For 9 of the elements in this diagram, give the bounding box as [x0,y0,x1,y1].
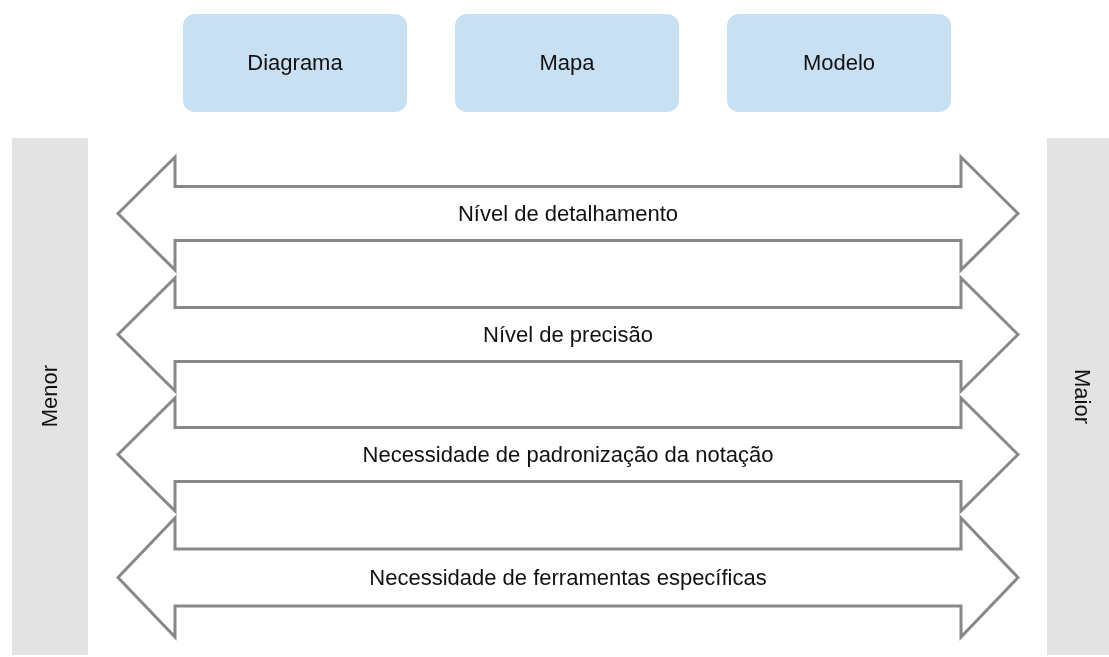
rounded-box: Mapa [455,14,679,112]
band-label: Maior [1069,369,1095,424]
double-headed-block-arrow [115,153,1021,274]
scale-band [12,138,88,655]
rounded-box: Diagrama [183,14,407,112]
rounded-box: Modelo [727,14,951,112]
double-headed-block-arrow [115,274,1021,395]
band-label: Menor [37,365,63,428]
scale-band [1047,138,1109,655]
